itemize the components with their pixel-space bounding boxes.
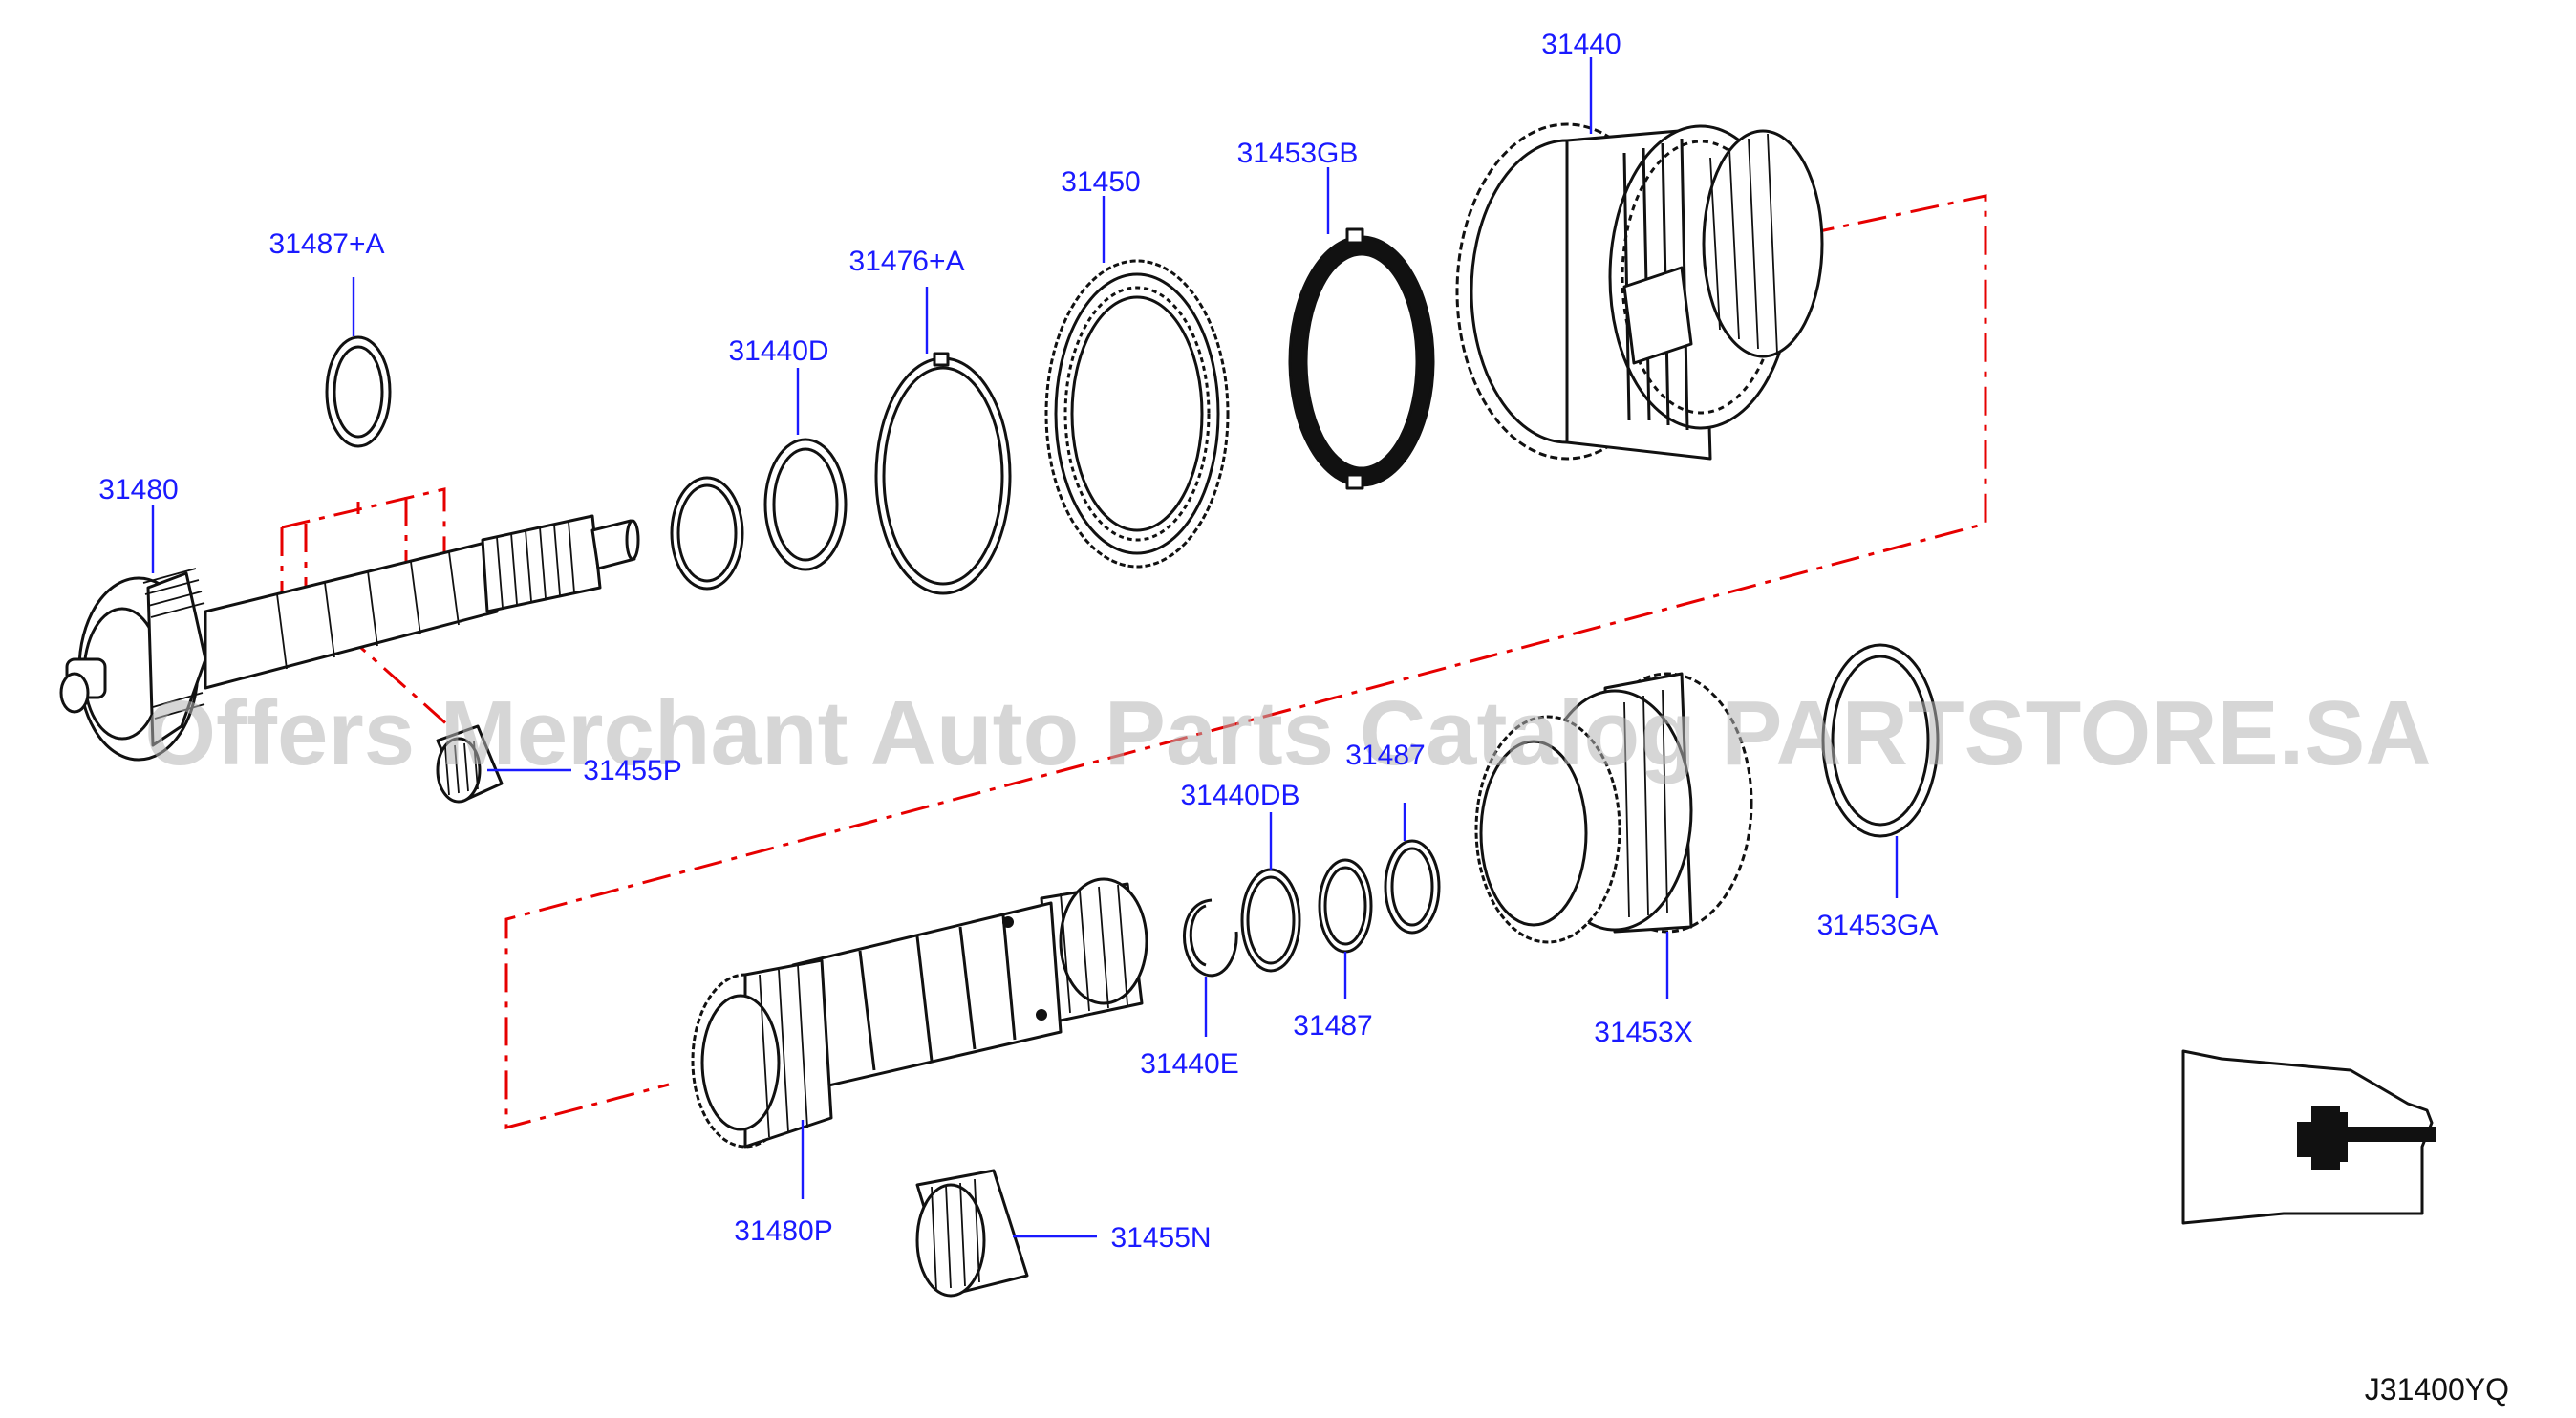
part-31480-shaft[interactable] [59, 514, 640, 762]
part-31440-rings-left[interactable] [670, 438, 848, 591]
part-labels: 31440 31453GB 31450 31476+A 31440D 31487… [98, 29, 1938, 1254]
watermark: Offers Merchant Auto Parts Catalog PARTS… [144, 682, 2431, 784]
shaft-gear-teeth [142, 568, 205, 720]
label-31487-upper[interactable]: 31487 [1345, 740, 1425, 771]
part-31487-ring-upper[interactable] [1384, 839, 1441, 935]
part-31476A-ring[interactable] [874, 352, 1012, 595]
label-31440[interactable]: 31440 [1541, 29, 1621, 60]
transmission-location-thumbnail [2181, 1049, 2436, 1225]
label-31453X[interactable]: 31453X [1594, 1017, 1692, 1048]
part-31455N-bearing[interactable] [915, 1169, 1029, 1298]
label-31455P[interactable]: 31455P [583, 755, 681, 786]
part-31453GB-disc[interactable] [1288, 227, 1435, 490]
part-31487A-ring[interactable] [325, 335, 392, 448]
label-31480[interactable]: 31480 [98, 474, 178, 505]
part-31440-drum-assembly[interactable] [1455, 122, 1824, 461]
label-31476A[interactable]: 31476+A [849, 246, 965, 277]
label-31487A[interactable]: 31487+A [269, 228, 385, 260]
label-31487[interactable]: 31487 [1293, 1010, 1372, 1042]
part-31450-ring-gear[interactable] [1044, 259, 1230, 569]
label-31440D[interactable]: 31440D [728, 335, 828, 367]
label-31453GA[interactable]: 31453GA [1817, 910, 1939, 941]
part-31480P-output-shaft[interactable] [691, 877, 1148, 1149]
part-31440E-snap-ring[interactable] [1183, 898, 1238, 978]
part-31453X-hub[interactable] [1474, 672, 1753, 944]
drawing-code: J31400YQ [2365, 1372, 2509, 1407]
part-31455P-bearing[interactable] [436, 724, 504, 804]
label-31440DB[interactable]: 31440DB [1180, 780, 1299, 811]
part-31440DB-ring[interactable] [1240, 868, 1301, 973]
part-31453GA-washer[interactable] [1821, 643, 1940, 838]
label-31440E[interactable]: 31440E [1140, 1048, 1238, 1080]
label-31450[interactable]: 31450 [1061, 166, 1140, 198]
leader-lines [151, 57, 1899, 1238]
part-31487-ring[interactable] [1318, 858, 1373, 954]
label-31453GB[interactable]: 31453GB [1237, 138, 1359, 169]
label-31455N[interactable]: 31455N [1110, 1222, 1211, 1254]
label-31480P[interactable]: 31480P [734, 1215, 832, 1247]
